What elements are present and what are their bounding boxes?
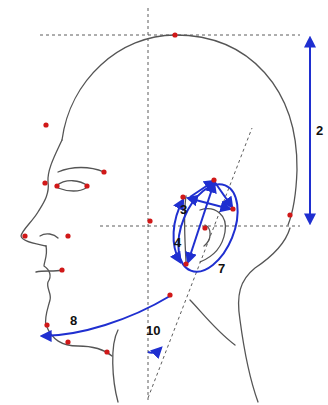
callout-number: 7	[218, 262, 225, 275]
callout-number: 3	[180, 203, 187, 216]
callout-number: 8	[70, 314, 77, 327]
callout-number: 2	[316, 124, 323, 137]
callout-number: 10	[146, 324, 160, 337]
callout-number: 4	[174, 236, 181, 249]
